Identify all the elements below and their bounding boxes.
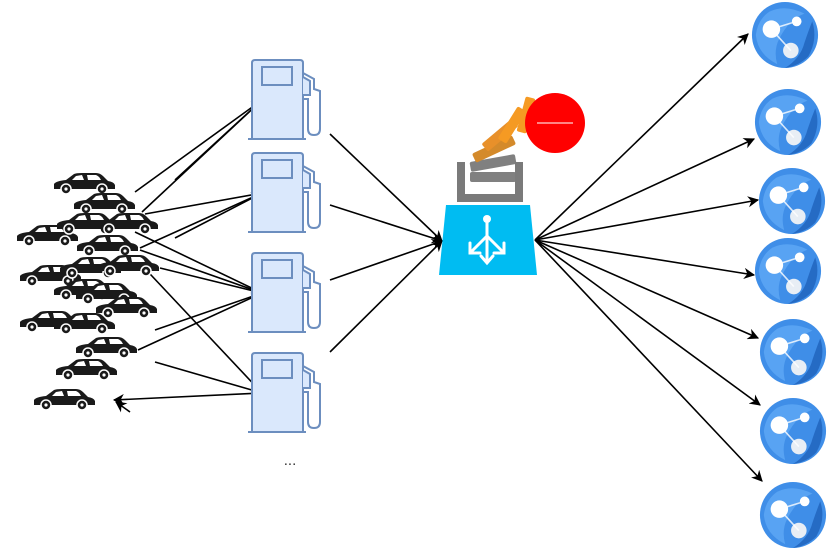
web-app-icon bbox=[758, 167, 826, 235]
fuel-pump-icon bbox=[248, 59, 321, 140]
gateway-to-service-connectors bbox=[534, 33, 763, 482]
web-app-icon bbox=[759, 481, 827, 549]
car-icon bbox=[73, 192, 136, 215]
gateway-node bbox=[439, 93, 585, 275]
split-arrows-icon bbox=[468, 215, 506, 266]
request-stripes bbox=[469, 96, 536, 182]
car-icon bbox=[75, 336, 138, 359]
fuel-pump-icon bbox=[248, 252, 321, 333]
web-app-icon bbox=[754, 237, 822, 305]
fuel-pump-column bbox=[248, 59, 321, 433]
car-icon bbox=[55, 358, 118, 381]
pump-ellipsis-label: ... bbox=[283, 452, 297, 469]
web-app-icon bbox=[759, 318, 827, 386]
gateway-base-bracket bbox=[457, 162, 523, 202]
web-app-icon bbox=[759, 397, 827, 465]
fuel-pump-icon bbox=[248, 352, 321, 433]
web-app-icon bbox=[754, 88, 822, 156]
car-icon bbox=[53, 172, 116, 195]
service-column bbox=[751, 1, 827, 549]
stop-sign-icon bbox=[525, 93, 585, 153]
car-cluster bbox=[16, 172, 160, 411]
car-icon bbox=[33, 388, 96, 411]
pump-to-gateway-connectors bbox=[329, 133, 444, 353]
fuel-pump-icon bbox=[248, 152, 321, 233]
web-app-icon bbox=[751, 1, 819, 69]
car-icon bbox=[76, 234, 139, 257]
car-icon bbox=[97, 254, 160, 277]
car-icon bbox=[96, 212, 159, 235]
car-icon bbox=[95, 296, 158, 319]
car-to-pump-connectors bbox=[112, 99, 264, 413]
